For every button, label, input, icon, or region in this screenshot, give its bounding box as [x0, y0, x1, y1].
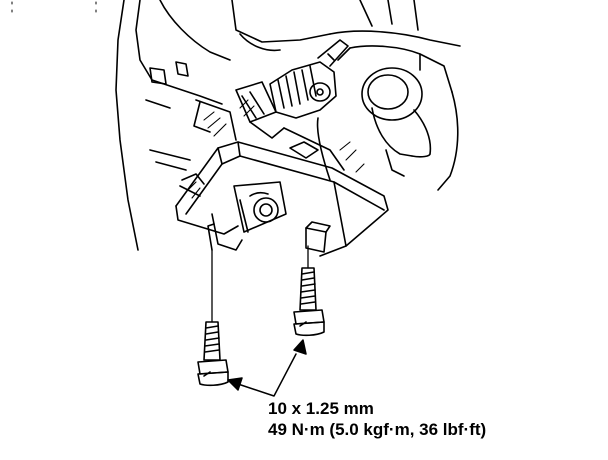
- bolt-boss: [207, 181, 331, 253]
- body-panel: [115, 0, 231, 251]
- bolt-size-text: 10 x 1.25 mm: [268, 399, 374, 418]
- callout-arrows: [227, 339, 307, 397]
- corner-marks: [11, 1, 97, 13]
- torque-spec-label: 10 x 1.25 mm 49 N·m (5.0 kgf·m, 36 lbf·f…: [268, 398, 486, 440]
- bolt-right: [293, 267, 325, 337]
- shaft-boot: [235, 39, 349, 123]
- alignment-lines: [211, 245, 309, 323]
- unit-housing: [175, 99, 389, 257]
- shading: [187, 99, 365, 199]
- torque-value-text: 49 N·m (5.0 kgf·m, 36 lbf·ft): [268, 420, 487, 439]
- upper-housing: [231, 0, 461, 191]
- mount-boss: [361, 67, 432, 177]
- bolt-left: [197, 321, 229, 387]
